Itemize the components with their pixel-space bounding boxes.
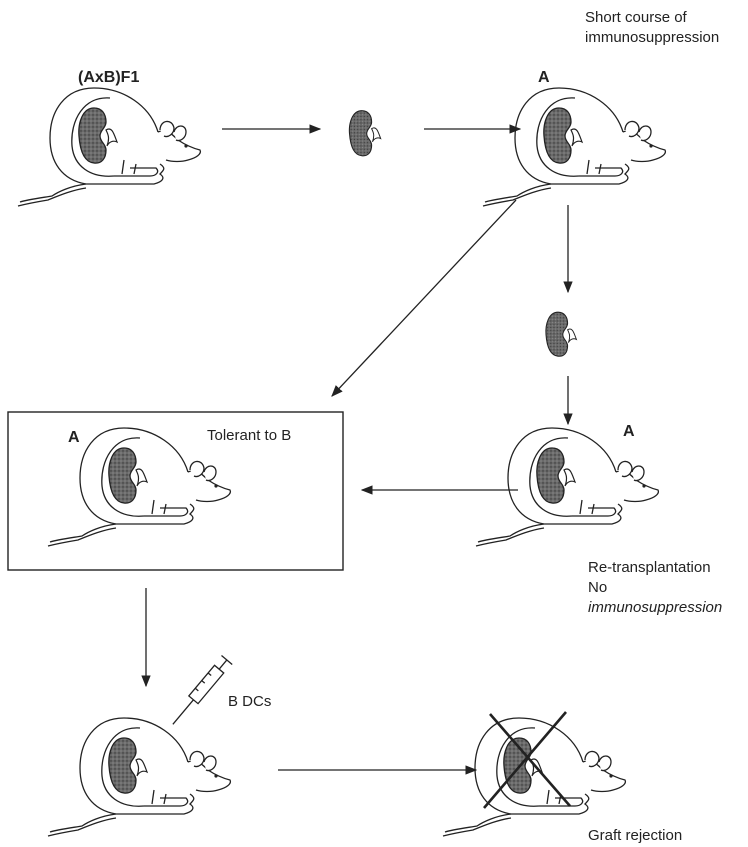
short-course-label-line1: Short course of — [585, 9, 688, 26]
mouse-icon-dc-injected — [48, 718, 230, 836]
recipient-strain-label-mid: A — [623, 423, 635, 440]
tolerant-label: Tolerant to B — [207, 427, 291, 444]
donor-strain-label: (AxB)F1 — [78, 69, 139, 86]
kidney-icon-transfer-1 — [349, 111, 380, 156]
mouse-icon-donor — [18, 88, 200, 206]
mouse-icon-rejecting — [443, 718, 625, 836]
short-course-label-line2: immunosuppression — [585, 29, 719, 46]
mouse-icon-retransplanted — [476, 428, 658, 546]
retransplantation-label-line2: No — [588, 579, 607, 596]
tolerant-box — [8, 412, 343, 570]
graft-rejection-label: Graft rejection — [588, 827, 682, 844]
kidney-icon-transfer-2 — [546, 312, 577, 356]
syringe-icon — [167, 655, 232, 728]
recipient-strain-label-box: A — [68, 429, 80, 446]
recipient-strain-label-top: A — [538, 69, 550, 86]
retransplantation-label-line3: immunosuppression — [588, 599, 722, 616]
mouse-icon-recipient-top — [483, 88, 665, 206]
retransplantation-label-line1: Re-transplantation — [588, 559, 711, 576]
dendritic-cells-label: B DCs — [228, 693, 271, 710]
arrow-recipient-to-tolerant — [332, 200, 516, 396]
